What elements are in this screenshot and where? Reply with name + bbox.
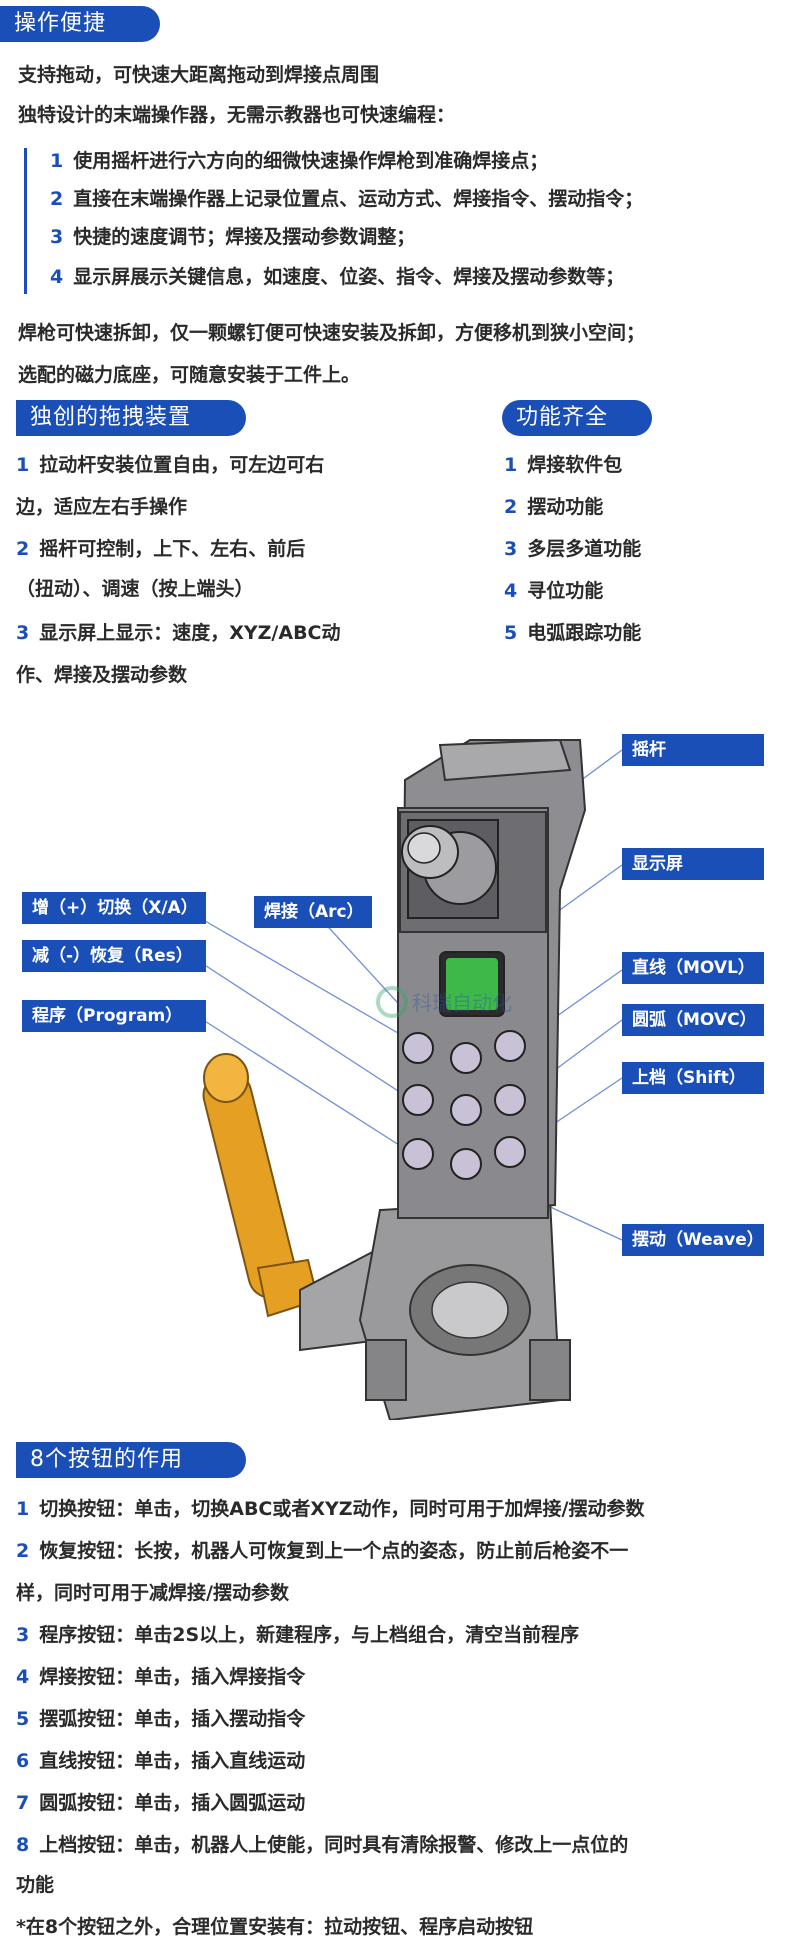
restore-button[interactable]	[402, 1084, 434, 1116]
end-effector-diagram: 科瑞自动化	[199, 738, 623, 1420]
drag-handle-rod	[202, 1053, 320, 1318]
intro-line-1: 支持拖动，可快速大距离拖动到焊接点周围	[18, 64, 380, 86]
shift-button[interactable]	[494, 1136, 526, 1168]
button-grid	[402, 1030, 526, 1180]
footnote: *在8个按钮之外，合理位置安装有：拉动按钮、程序启动按钮	[16, 1916, 534, 1938]
intro-line-2: 独特设计的末端操作器，无需示教器也可快速编程：	[18, 104, 456, 126]
magnet-line: 选配的磁力底座，可随意安装于工件上。	[18, 364, 361, 386]
program-button[interactable]	[402, 1138, 434, 1170]
drag-item-cont: 边，适应左右手操作	[16, 496, 188, 518]
weave-button-mid[interactable]	[450, 1094, 482, 1126]
section-title-drag-device: 独创的拖拽装置	[16, 400, 246, 436]
mounting-bracket	[299, 1198, 571, 1420]
callout-weave: 摆动（Weave）	[622, 1224, 764, 1256]
callout-movc: 圆弧（MOVC）	[622, 1004, 764, 1036]
callout-weld: 焊接（Arc）	[254, 896, 372, 928]
drag-item-cont: （扭动）、调速（按上端头）	[16, 578, 254, 600]
section-title-eight-buttons: 8个按钮的作用	[16, 1442, 246, 1478]
section-title-full-features: 功能齐全	[502, 400, 652, 436]
callout-shift: 上档（Shift）	[622, 1062, 764, 1094]
callout-program: 程序（Program）	[22, 1000, 206, 1032]
movl-button[interactable]	[494, 1030, 526, 1062]
callout-movl: 直线（MOVL）	[622, 952, 764, 984]
button-desc-cont: 样，同时可用于减焊接/摆动参数	[16, 1582, 289, 1604]
callout-inc-switch: 增（+）切换（X/A）	[22, 892, 206, 924]
weave-button[interactable]	[450, 1148, 482, 1180]
switch-button[interactable]	[402, 1032, 434, 1064]
joystick	[401, 819, 499, 919]
section-title-easy-operation: 操作便捷	[0, 6, 160, 42]
drag-item-cont: 作、焊接及摆动参数	[16, 664, 188, 686]
detach-line: 焊枪可快速拆卸，仅一颗螺钉便可快速安装及拆卸，方便移机到狭小空间；	[18, 322, 646, 344]
svg-text:科瑞自动化: 科瑞自动化	[412, 992, 512, 1015]
button-desc-cont: 功能	[16, 1874, 55, 1896]
movc-button[interactable]	[494, 1084, 526, 1116]
callout-dec-restore: 减（-）恢复（Res）	[22, 940, 206, 972]
watermark: 科瑞自动化	[376, 986, 512, 1018]
callout-screen: 显示屏	[622, 848, 764, 880]
display-screen	[439, 951, 505, 1017]
list-accent-bar	[24, 148, 27, 294]
callout-joystick: 摇杆	[622, 734, 764, 766]
weld-button[interactable]	[450, 1042, 482, 1074]
